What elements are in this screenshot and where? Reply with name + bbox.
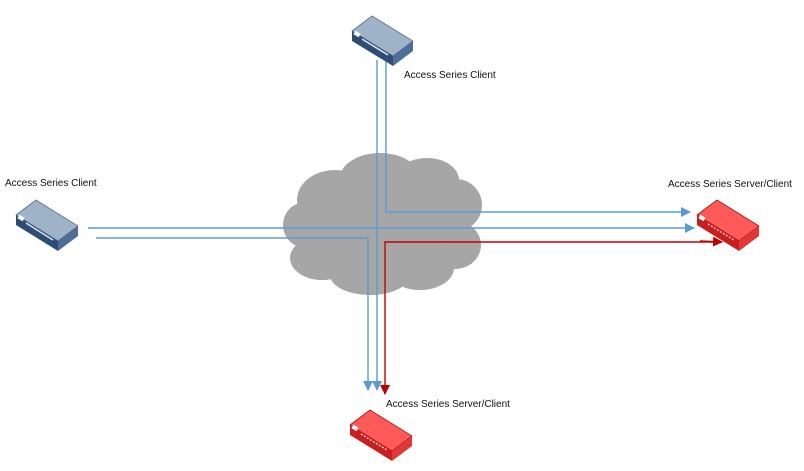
left-client-device-icon — [15, 199, 79, 251]
top-client-label: Access Series Client — [404, 70, 496, 81]
bottom-server-device-icon — [349, 409, 413, 461]
bottom-server-label: Access Series Server/Client — [386, 399, 510, 410]
right-server-label: Access Series Server/Client — [668, 179, 792, 190]
link-right-server-to-bottom-server — [380, 236, 723, 395]
link-left-client-to-bottom-server — [96, 237, 373, 391]
link-top-client-to-right-server — [385, 60, 691, 217]
network-cloud-icon — [283, 153, 482, 295]
top-client-device-icon — [351, 15, 414, 66]
right-server-device-icon — [696, 199, 760, 251]
left-client-label: Access Series Client — [5, 178, 97, 189]
